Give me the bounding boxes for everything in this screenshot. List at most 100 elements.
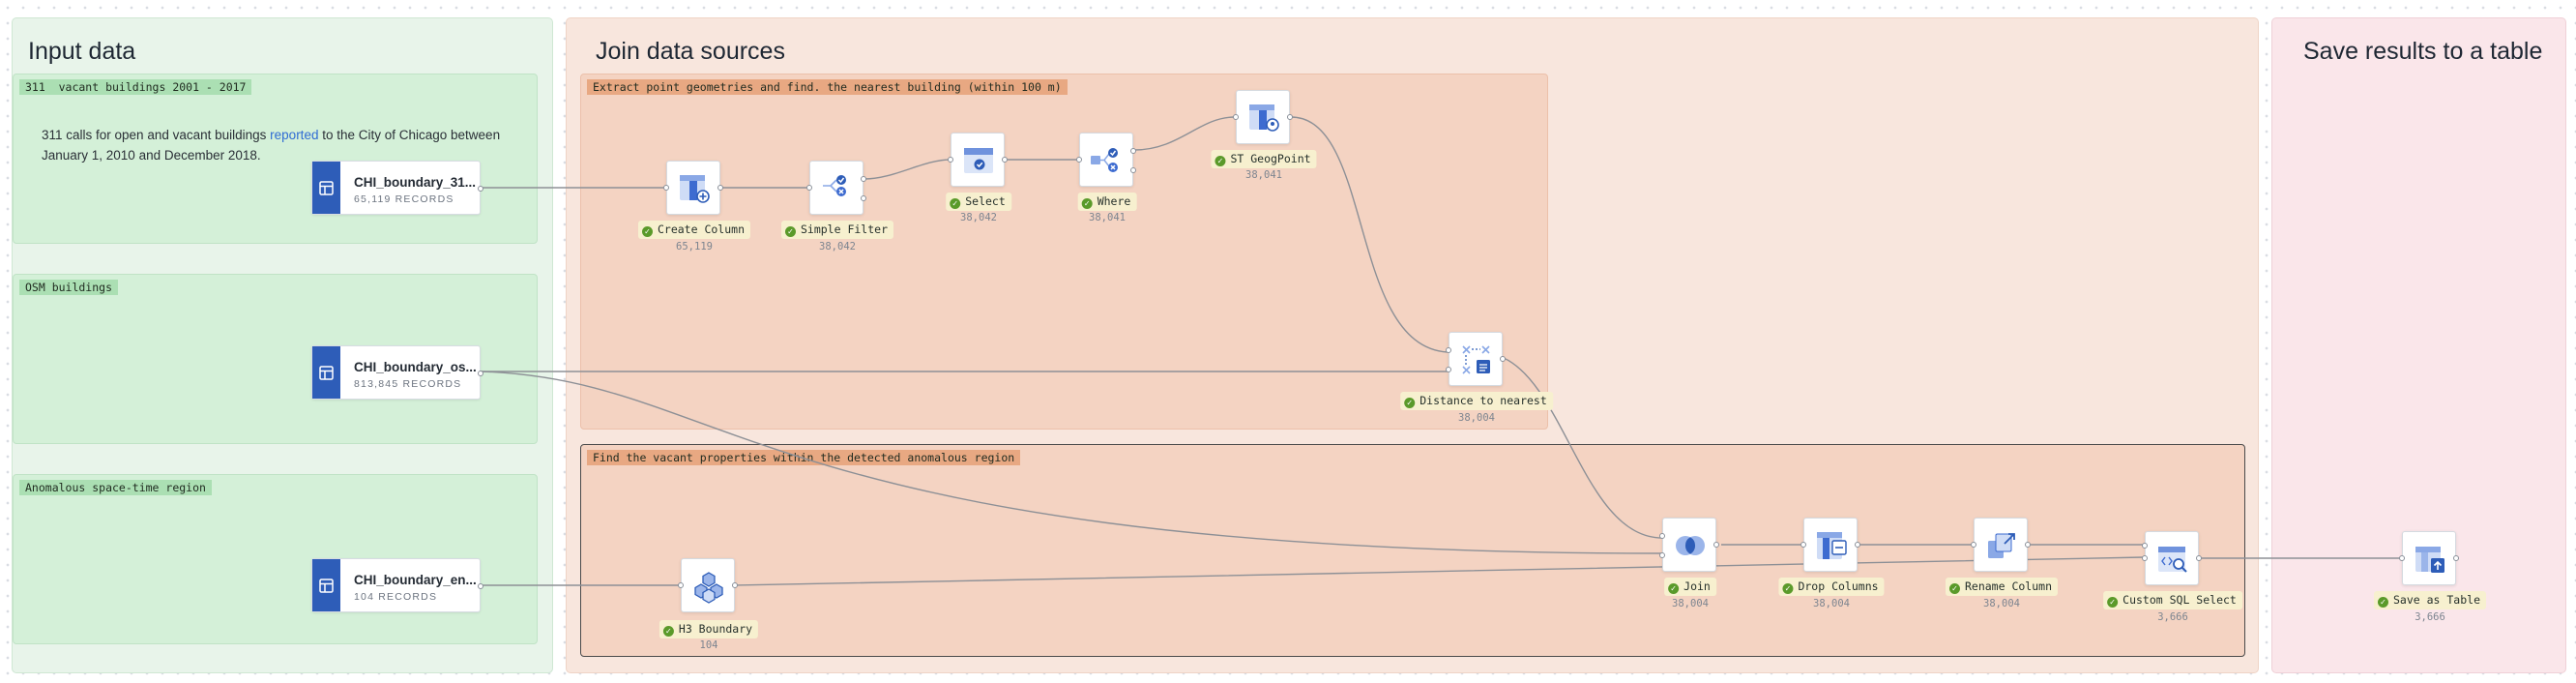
node-rename-column[interactable] <box>1971 518 2031 572</box>
input-port[interactable] <box>1076 157 1082 163</box>
node-label: ✓Save as Table <box>2373 591 2487 609</box>
group-description: 311 calls for open and vacant buildings … <box>42 125 544 165</box>
input-port[interactable] <box>806 185 812 191</box>
node-label: ✓Join <box>1664 578 1716 596</box>
node-count: 104 <box>699 639 718 651</box>
group-label: Find the vacant properties within the de… <box>587 450 1021 465</box>
node-label-text: Simple Filter <box>800 223 889 236</box>
group-extract-point-geometries[interactable]: Extract point geometries and find. the n… <box>580 74 1548 430</box>
input-port-secondary[interactable] <box>1659 552 1665 558</box>
node-count: 38,004 <box>1983 598 2020 609</box>
input-port[interactable] <box>948 157 953 163</box>
node-label: ✓Create Column <box>637 221 751 239</box>
output-port[interactable] <box>717 185 723 191</box>
table-source-stripe <box>312 346 340 399</box>
output-port-unmatch[interactable] <box>861 195 866 201</box>
node-label-text: Where <box>1097 194 1131 208</box>
input-port-secondary[interactable] <box>2142 555 2148 561</box>
drop-columns-icon <box>1817 532 1847 559</box>
success-check-icon: ✓ <box>1081 198 1093 209</box>
input-port[interactable] <box>1233 114 1239 120</box>
input-port-main[interactable] <box>1659 533 1665 539</box>
node-save-as-table[interactable] <box>2399 531 2459 585</box>
select-icon <box>964 148 993 173</box>
node-select[interactable] <box>948 133 1008 187</box>
success-check-icon: ✓ <box>1404 398 1416 408</box>
input-port[interactable] <box>1971 542 1976 548</box>
node-custom-sql-select[interactable] <box>2142 531 2202 585</box>
output-port-unmatch[interactable] <box>1130 167 1136 173</box>
source-records: 65,119 RECORDS <box>354 193 454 205</box>
input-port-secondary[interactable] <box>1446 367 1451 372</box>
input-port[interactable] <box>663 185 669 191</box>
output-port[interactable] <box>2453 555 2459 561</box>
output-port-match[interactable] <box>861 176 866 182</box>
output-port[interactable] <box>1287 114 1293 120</box>
node-label-text: Custom SQL Select <box>2122 593 2237 607</box>
simple-filter-icon <box>823 175 846 196</box>
output-port[interactable] <box>2025 542 2031 548</box>
node-label-text: Distance to nearest <box>1420 394 1547 407</box>
table-source-stripe <box>312 559 340 611</box>
node-label: ✓Custom SQL Select <box>2103 591 2242 609</box>
node-count: 38,042 <box>819 241 856 252</box>
node-count: 3,666 <box>2415 611 2445 623</box>
output-port[interactable] <box>1713 542 1719 548</box>
source-records: 813,845 RECORDS <box>354 378 462 390</box>
output-port[interactable] <box>1855 542 1860 548</box>
node-simple-filter[interactable] <box>806 161 866 215</box>
node-st-geogpoint[interactable] <box>1233 90 1293 144</box>
source-node-anomalous-region[interactable]: CHI_boundary_en... 104 RECORDS <box>311 558 483 612</box>
output-port[interactable] <box>478 371 483 376</box>
node-count: 38,042 <box>960 212 997 223</box>
table-source-stripe <box>312 162 340 214</box>
input-port-main[interactable] <box>1446 347 1451 353</box>
reported-link[interactable]: reported <box>270 128 319 142</box>
node-label-text: Rename Column <box>1964 579 2053 593</box>
input-port[interactable] <box>1800 542 1806 548</box>
node-count: 38,041 <box>1089 212 1126 223</box>
success-check-icon: ✓ <box>1782 583 1794 594</box>
rename-column-icon <box>1988 533 2015 558</box>
group-label: OSM buildings <box>19 280 119 295</box>
source-node-osm-buildings[interactable]: CHI_boundary_os... 813,845 RECORDS <box>311 345 483 400</box>
node-distance-to-nearest[interactable] <box>1446 332 1506 386</box>
node-join[interactable] <box>1659 518 1719 572</box>
input-port[interactable] <box>678 582 684 588</box>
success-check-icon: ✓ <box>1668 583 1680 594</box>
node-h3-boundary[interactable] <box>678 558 738 612</box>
table-icon <box>319 579 334 593</box>
h3-hexagon-icon <box>694 572 723 604</box>
input-port-main[interactable] <box>2142 543 2148 549</box>
output-port[interactable] <box>1500 356 1506 362</box>
output-port[interactable] <box>2196 555 2202 561</box>
node-label: ✓ST GeogPoint <box>1211 150 1317 168</box>
custom-sql-icon <box>2158 547 2187 573</box>
output-port-match[interactable] <box>1130 148 1136 154</box>
node-drop-columns[interactable] <box>1800 518 1860 572</box>
geog-point-icon <box>1249 104 1279 132</box>
section-title: Input data <box>28 38 136 65</box>
node-where[interactable] <box>1076 133 1136 187</box>
node-count: 65,119 <box>676 241 713 252</box>
node-count: 38,041 <box>1245 169 1282 181</box>
node-label: ✓Simple Filter <box>780 221 894 239</box>
source-name: CHI_boundary_os... <box>354 360 477 374</box>
source-name: CHI_boundary_31... <box>354 175 477 190</box>
node-label-text: Create Column <box>657 223 746 236</box>
success-check-icon: ✓ <box>662 626 674 637</box>
node-label-text: Join <box>1683 579 1711 593</box>
node-label: ✓H3 Boundary <box>659 620 759 638</box>
output-port[interactable] <box>478 583 483 589</box>
output-port[interactable] <box>1002 157 1008 163</box>
node-label-text: Drop Columns <box>1798 579 1879 593</box>
output-port[interactable] <box>732 582 738 588</box>
group-vacant-buildings[interactable]: 311 vacant buildings 2001 - 2017 311 cal… <box>13 74 538 244</box>
node-label-text: Save as Table <box>2392 593 2481 607</box>
node-create-column[interactable] <box>663 161 723 215</box>
input-port[interactable] <box>2399 555 2405 561</box>
output-port[interactable] <box>478 186 483 192</box>
group-osm-buildings[interactable]: OSM buildings <box>13 274 538 444</box>
source-records: 104 RECORDS <box>354 591 438 603</box>
source-node-311-vacant[interactable]: CHI_boundary_31... 65,119 RECORDS <box>311 161 483 215</box>
